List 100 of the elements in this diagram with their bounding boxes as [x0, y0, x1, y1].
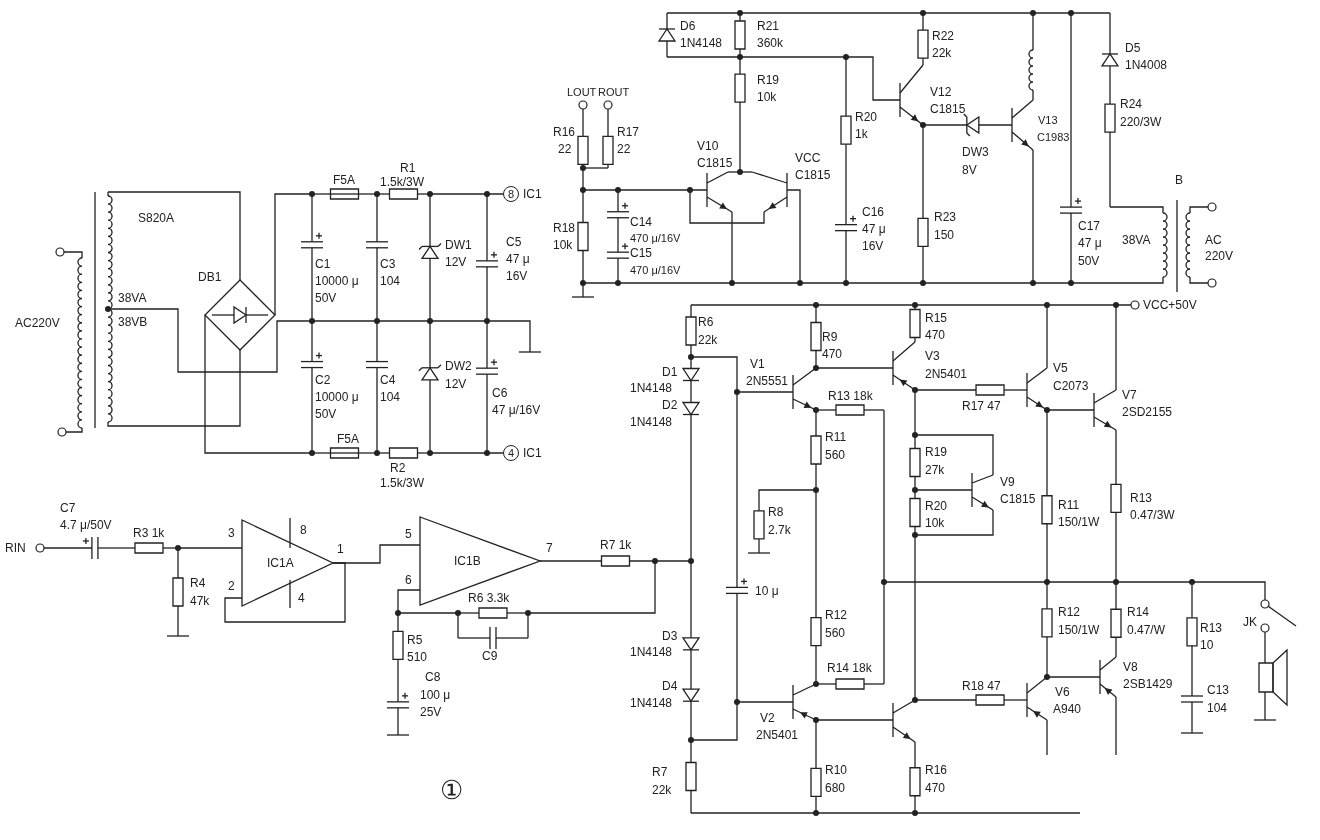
component-label: 104	[380, 390, 401, 404]
component-label: R8	[768, 505, 784, 519]
component-label: 220V	[1205, 249, 1234, 263]
op-amp-triangle	[420, 517, 540, 605]
component-label: C4	[380, 373, 396, 387]
component-label: V5	[1053, 361, 1068, 375]
component-label: 47 μ	[506, 252, 530, 266]
component-label: 12V	[445, 255, 467, 269]
component-label: 1N4148	[630, 381, 673, 395]
component-label: 2N5401	[756, 728, 799, 742]
component-label: A940	[1053, 702, 1082, 716]
component-label: 1N4008	[1125, 58, 1168, 72]
component-label: R11	[1058, 498, 1080, 512]
component-label: R1	[400, 161, 416, 175]
component-label: 360k	[757, 36, 784, 50]
pin-number: 4	[298, 591, 305, 605]
component-label: R5	[407, 633, 423, 647]
component-label: 2SD2155	[1122, 405, 1173, 419]
component-label: C8	[425, 670, 441, 684]
component-label: 38VB	[118, 315, 148, 329]
component-label: 27k	[925, 463, 945, 477]
component-label: 1k	[855, 127, 868, 141]
component-label: 680	[825, 781, 846, 795]
component-label: V2	[760, 711, 775, 725]
component-label: 47 μ/16V	[492, 403, 541, 417]
wire	[332, 544, 421, 564]
component-label: R3 1k	[133, 526, 165, 540]
component-label: 47k	[190, 594, 210, 608]
component-label: 10000 μ	[315, 390, 359, 404]
component-label: 150	[934, 228, 955, 242]
pin-number: 2	[228, 579, 235, 593]
component-label: 38VA	[1122, 233, 1151, 247]
component-label: 2.7k	[768, 523, 791, 537]
component-label: 22	[617, 142, 631, 156]
component-label: R17 47	[962, 399, 1001, 413]
op-amp-label: IC1B	[454, 554, 481, 568]
op-amp-triangle	[242, 520, 333, 606]
component-label: 22k	[652, 783, 672, 797]
component-label: V6	[1055, 685, 1070, 699]
component-label: C1983	[1037, 130, 1070, 144]
component-label: D6	[680, 19, 696, 33]
component-label: 50V	[1078, 254, 1100, 268]
component-label: 2N5401	[925, 367, 968, 381]
component-label: D4	[662, 679, 678, 693]
pin-number: 7	[546, 541, 553, 555]
component-label: C6	[492, 386, 508, 400]
pin-label: IC1	[523, 187, 542, 201]
component-label: 1N4148	[680, 36, 723, 50]
component-label: R20	[855, 110, 877, 124]
component-label: RIN	[5, 541, 26, 555]
component-label: 0.47/3W	[1130, 508, 1175, 522]
component-label: 22k	[698, 333, 718, 347]
component-label: R18 47	[962, 679, 1001, 693]
component-label: 104	[1207, 701, 1228, 715]
component-label: 1N4148	[630, 645, 673, 659]
component-label: C1	[315, 257, 331, 271]
figure-number: ①	[440, 776, 463, 804]
component-label: R13 18k	[828, 389, 873, 403]
component-label: 100 μ	[420, 688, 451, 702]
component-label: R17	[617, 125, 639, 139]
component-label: R13	[1130, 491, 1152, 505]
component-label: B	[1175, 173, 1183, 187]
component-label: 470 μ/16V	[630, 231, 681, 245]
component-label: V1	[750, 357, 765, 371]
component-label: C7	[60, 501, 76, 515]
component-label: V7	[1122, 388, 1137, 402]
component-label: R6	[698, 315, 714, 329]
component-label: 10k	[553, 238, 573, 252]
pin-number: 5	[405, 527, 412, 541]
component-label: S820A	[138, 211, 175, 225]
component-label: R19	[757, 73, 779, 87]
component-label: R20	[925, 499, 947, 513]
component-label: C1815	[697, 156, 733, 170]
component-label: C9	[482, 649, 498, 663]
pin-number: 1	[337, 542, 344, 556]
component-label: C5	[506, 235, 522, 249]
pin-circle: 4	[503, 445, 519, 461]
component-label: C16	[862, 205, 884, 219]
component-label: 25V	[420, 705, 442, 719]
component-label: 0.47/W	[1127, 623, 1165, 637]
component-label: R9	[822, 330, 838, 344]
pin-circle: 8	[503, 186, 519, 202]
component-label: 22k	[932, 46, 952, 60]
component-label: 38VA	[118, 291, 147, 305]
component-label: C1815	[1000, 492, 1036, 506]
pin-number: 6	[405, 573, 412, 587]
component-label: DB1	[198, 270, 222, 284]
op-amp-label: IC1A	[267, 556, 294, 570]
component-label: 510	[407, 650, 428, 664]
component-label: F5A	[337, 432, 359, 446]
component-label: R24	[1120, 97, 1142, 111]
component-label: 470	[925, 328, 946, 342]
component-label: R15	[925, 311, 947, 325]
pin-number: 8	[300, 523, 307, 537]
component-label: DW2	[445, 359, 472, 373]
component-label: AC	[1205, 233, 1222, 247]
component-label: DW1	[445, 238, 472, 252]
component-label: ROUT	[598, 85, 630, 99]
component-label: 47 μ	[1078, 236, 1102, 250]
component-label: R10	[825, 763, 847, 777]
